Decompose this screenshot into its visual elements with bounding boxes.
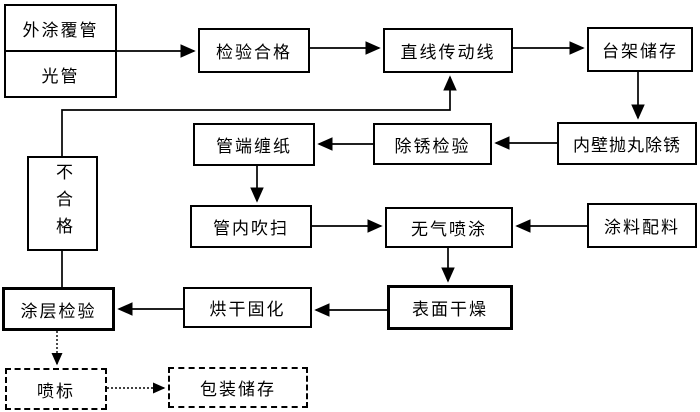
node-airless-spraying: 无气喷涂 xyxy=(385,207,513,248)
node-inspection-passed: 检验合格 xyxy=(198,28,310,73)
node-derust-inspection: 除锈检验 xyxy=(373,123,492,165)
node-inner-wall-shot-blasting: 内壁抛丸除锈 xyxy=(557,122,697,165)
node-rack-storage: 台架储存 xyxy=(587,27,693,72)
node-unqualified-label: 不合格 xyxy=(53,163,72,244)
node-packaging-storage: 包装储存 xyxy=(168,367,308,408)
node-coating-inspection: 涂层检验 xyxy=(2,287,115,331)
node-source-bare-pipe: 光管 xyxy=(41,66,80,86)
node-bake-curing: 烘干固化 xyxy=(183,287,312,328)
node-straight-line-conveyor: 直线传动线 xyxy=(383,28,513,73)
node-unqualified: 不合格 xyxy=(27,156,98,251)
node-surface-drying: 表面干燥 xyxy=(387,285,513,330)
node-spray-marking: 喷标 xyxy=(5,368,107,410)
node-pipe-end-paper-wrapping: 管端缠纸 xyxy=(193,123,315,166)
node-source-coated-pipe: 外涂覆管 xyxy=(6,6,115,52)
node-paint-batching: 涂料配料 xyxy=(587,203,697,248)
node-pipe-interior-purging: 管内吹扫 xyxy=(190,205,312,248)
node-source-pipes: 外涂覆管 光管 xyxy=(4,4,117,98)
